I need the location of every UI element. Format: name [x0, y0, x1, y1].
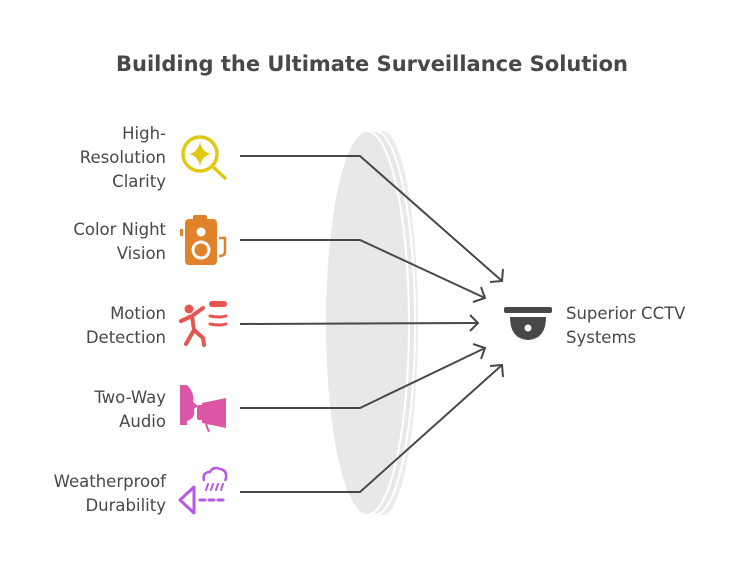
diagram-title: Building the Ultimate Surveillance Solut… [116, 52, 628, 76]
megaphone-icon [180, 385, 226, 433]
connector-arrow [240, 155, 504, 283]
connector-arrow [240, 363, 504, 493]
label-high-resolution-clarity: High- Resolution Clarity [79, 124, 166, 191]
magnifier-sparkle-icon [181, 135, 227, 180]
label-two-way-audio: Two-Way Audio [94, 388, 166, 431]
label-weatherproof-durability: Weatherproof Durability [53, 472, 166, 515]
label-color-night-vision: Color Night Vision [73, 220, 166, 263]
label-motion-detection: Motion Detection [85, 304, 166, 347]
label-superior-cctv-systems: Superior CCTV Systems [566, 304, 686, 347]
rain-cloud-icon [178, 466, 229, 515]
connector-arrow [239, 314, 480, 332]
dome-camera-icon [504, 307, 552, 340]
running-person-icon [179, 301, 228, 347]
connector-arrow [240, 239, 487, 303]
camera-icon [180, 215, 227, 265]
connector-arrow [240, 343, 487, 409]
